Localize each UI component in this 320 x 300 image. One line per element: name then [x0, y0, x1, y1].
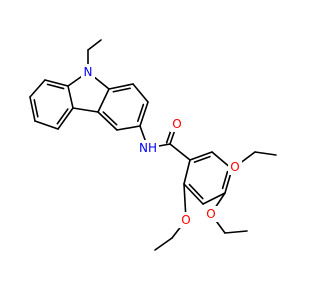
bond-c8a-c4b [67, 85, 74, 109]
atom-label-layer: N NH O O O O [81, 64, 242, 228]
atom-n9: N [84, 65, 93, 79]
bond-c9a-c1 [108, 83, 134, 90]
atom-o-ethoxy-4: O [206, 207, 215, 221]
bond-e5a-e5b [154, 237, 173, 251]
bond-c3-c4 [116, 125, 141, 131]
bond-a1-a2-inner [193, 155, 211, 163]
atom-o-ethoxy-3-group: O [228, 159, 242, 175]
atom-n9-group: N [81, 64, 95, 80]
bond-c4b-c4a [72, 107, 99, 113]
bond-c1-c2 [132, 83, 149, 103]
bond-a1-a2 [189, 151, 213, 161]
bond-e3a-e3b [254, 151, 277, 156]
bond-c4a-c9a [97, 88, 110, 113]
bond-c7-c6 [29, 96, 36, 122]
bond-a4-a5 [202, 192, 226, 205]
atom-o-ethoxy-5-group: O [179, 212, 193, 228]
bond-c5-c4b [57, 107, 74, 130]
bond-c2-c3-inner [136, 103, 145, 123]
atom-o-ethoxy-3: O [230, 160, 239, 174]
bond-c7-c6-inner [33, 99, 39, 118]
structure-diagram: N NH O O O O [29, 39, 277, 251]
bond-c8-c7 [29, 79, 46, 98]
bond-c4-c4a-inner [102, 111, 118, 126]
bond-cc-a1 [169, 143, 191, 161]
bond-c8a-c8 [44, 79, 69, 87]
atom-nh: NH [139, 141, 157, 155]
bond-ethA-ethB [87, 39, 102, 51]
atom-o-carbonyl-group: O [170, 116, 184, 132]
atom-nh-group: NH [137, 140, 159, 156]
atom-o-ethoxy-5: O [181, 213, 190, 227]
bond-c8a-c8-inner [46, 83, 65, 90]
bond-c2-c3 [139, 101, 149, 127]
bond-a3-a4-inner [221, 170, 229, 190]
bond-a5-a6-inner [188, 183, 204, 200]
atom-o-carbonyl: O [172, 117, 181, 131]
atom-o-ethoxy-4-group: O [204, 206, 218, 222]
bond-c9a-c1-inner [112, 87, 131, 93]
bond-c4-c4a [97, 111, 118, 131]
bond-e4a-e4b [224, 230, 248, 234]
bond-c5-c4b-inner [56, 108, 69, 125]
bond-a5-a6 [183, 183, 204, 205]
bond-a6-a1 [183, 159, 191, 185]
bond-c6-c5 [34, 120, 59, 130]
